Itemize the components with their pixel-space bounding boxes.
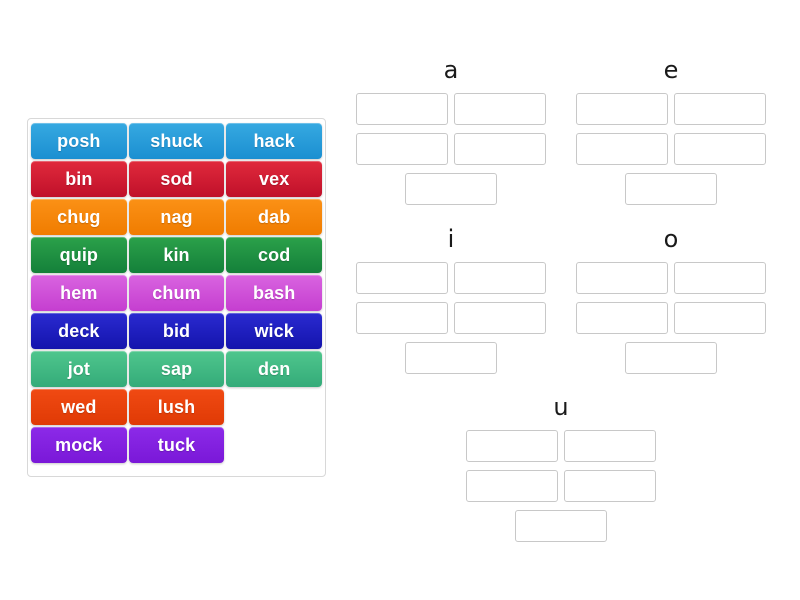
drop-slot[interactable]	[454, 262, 546, 294]
word-tile[interactable]: kin	[128, 237, 225, 273]
slot-grid-e	[576, 93, 766, 205]
group-title-a: a	[443, 56, 459, 84]
group-title-u: u	[553, 393, 569, 421]
word-tile[interactable]: tuck	[128, 427, 225, 463]
word-tile[interactable]: mock	[31, 427, 127, 463]
drop-slot[interactable]	[454, 302, 546, 334]
drop-slot[interactable]	[564, 430, 656, 462]
slot-row	[625, 342, 717, 374]
drop-slot[interactable]	[576, 133, 668, 165]
drop-slot[interactable]	[356, 262, 448, 294]
slot-grid-o	[576, 262, 766, 374]
word-tile[interactable]: dab	[226, 199, 323, 235]
slot-row	[576, 262, 766, 294]
word-tile[interactable]: chum	[128, 275, 225, 311]
drop-slot[interactable]	[466, 470, 558, 502]
drop-slot[interactable]	[454, 93, 546, 125]
word-tile[interactable]: chug	[31, 199, 127, 235]
drop-slot[interactable]	[356, 302, 448, 334]
drop-slot[interactable]	[564, 470, 656, 502]
drop-slot[interactable]	[674, 93, 766, 125]
drop-group-e: e	[576, 58, 766, 205]
slot-row	[576, 302, 766, 334]
drop-slot[interactable]	[454, 133, 546, 165]
word-tile[interactable]: bin	[31, 161, 127, 197]
word-tile[interactable]: wed	[31, 389, 127, 425]
slot-row	[576, 93, 766, 125]
slot-grid-a	[356, 93, 546, 205]
slot-row	[356, 93, 546, 125]
word-tile-placeholder	[226, 389, 322, 425]
slot-row	[625, 173, 717, 205]
word-tile[interactable]: lush	[128, 389, 225, 425]
word-tile[interactable]: sap	[128, 351, 225, 387]
word-tile[interactable]: bash	[226, 275, 323, 311]
slot-row	[515, 510, 607, 542]
drop-group-o: o	[576, 227, 766, 374]
drop-group-u: u	[466, 395, 656, 542]
group-title-o: o	[663, 225, 679, 253]
drop-slot[interactable]	[674, 262, 766, 294]
slot-grid-u	[466, 430, 656, 542]
word-tile[interactable]: posh	[31, 123, 127, 159]
slot-row	[356, 262, 546, 294]
word-tile[interactable]: bid	[128, 313, 225, 349]
drop-slot[interactable]	[674, 133, 766, 165]
word-tile[interactable]: nag	[128, 199, 225, 235]
slot-row	[356, 133, 546, 165]
group-title-e: e	[663, 56, 679, 84]
word-tile[interactable]: vex	[226, 161, 323, 197]
slot-row	[405, 342, 497, 374]
drop-slot[interactable]	[515, 510, 607, 542]
drop-slot[interactable]	[576, 93, 668, 125]
slot-grid-i	[356, 262, 546, 374]
group-title-i: i	[447, 225, 455, 253]
drop-slot[interactable]	[674, 302, 766, 334]
slot-row	[356, 302, 546, 334]
drop-slot[interactable]	[405, 342, 497, 374]
slot-row	[466, 430, 656, 462]
slot-row	[466, 470, 656, 502]
word-tile[interactable]: hem	[31, 275, 127, 311]
drop-slot[interactable]	[625, 173, 717, 205]
word-tile[interactable]: jot	[31, 351, 127, 387]
drop-slot[interactable]	[405, 173, 497, 205]
word-tile[interactable]: hack	[226, 123, 323, 159]
word-tile[interactable]: quip	[31, 237, 127, 273]
slot-row	[405, 173, 497, 205]
drop-slot[interactable]	[356, 93, 448, 125]
word-tile[interactable]: den	[226, 351, 323, 387]
word-tile-placeholder	[226, 427, 322, 463]
word-tile[interactable]: wick	[226, 313, 323, 349]
drop-slot[interactable]	[576, 302, 668, 334]
drop-slot[interactable]	[625, 342, 717, 374]
drop-slot[interactable]	[466, 430, 558, 462]
drop-group-a: a	[356, 58, 546, 205]
slot-row	[576, 133, 766, 165]
word-tile[interactable]: sod	[128, 161, 225, 197]
drop-slot[interactable]	[576, 262, 668, 294]
word-tile[interactable]: cod	[226, 237, 323, 273]
word-tile[interactable]: deck	[31, 313, 127, 349]
word-tile[interactable]: shuck	[128, 123, 225, 159]
drop-slot[interactable]	[356, 133, 448, 165]
drop-group-i: i	[356, 227, 546, 374]
